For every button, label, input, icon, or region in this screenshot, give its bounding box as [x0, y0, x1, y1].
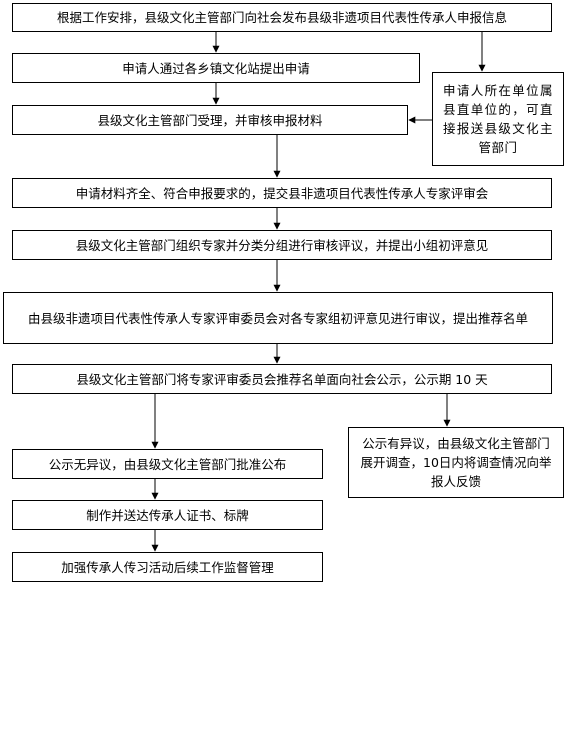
step-objection-investigate: 公示有异议，由县级文化主管部门展开调查，10日内将调查情况向举报人反馈: [348, 427, 564, 498]
step-public-announcement: 县级文化主管部门将专家评审委员会推荐名单面向社会公示，公示期 10 天: [12, 364, 552, 394]
step-committee-deliberation: 由县级非遗项目代表性传承人专家评审委员会对各专家组初评意见进行审议，提出推荐名单: [3, 292, 553, 344]
step-apply-via-township: 申请人通过各乡镇文化站提出申请: [12, 53, 420, 83]
step-submit-to-expert-panel: 申请材料齐全、符合申报要求的，提交县非遗项目代表性传承人专家评审会: [12, 178, 552, 208]
step-direct-submission-county-units: 申请人所在单位属县直单位的，可直接报送县级文化主管部门: [432, 72, 564, 166]
step-supervise-inheritance: 加强传承人传习活动后续工作监督管理: [12, 552, 323, 582]
step-no-objection-approve: 公示无异议，由县级文化主管部门批准公布: [12, 449, 323, 479]
step-publish-application-info: 根据工作安排，县级文化主管部门向社会发布县级非遗项目代表性传承人申报信息: [12, 3, 552, 32]
step-issue-certificate: 制作并送达传承人证书、标牌: [12, 500, 323, 530]
step-accept-and-review: 县级文化主管部门受理，并审核申报材料: [12, 105, 408, 135]
step-group-review: 县级文化主管部门组织专家并分类分组进行审核评议，并提出小组初评意见: [12, 230, 552, 260]
